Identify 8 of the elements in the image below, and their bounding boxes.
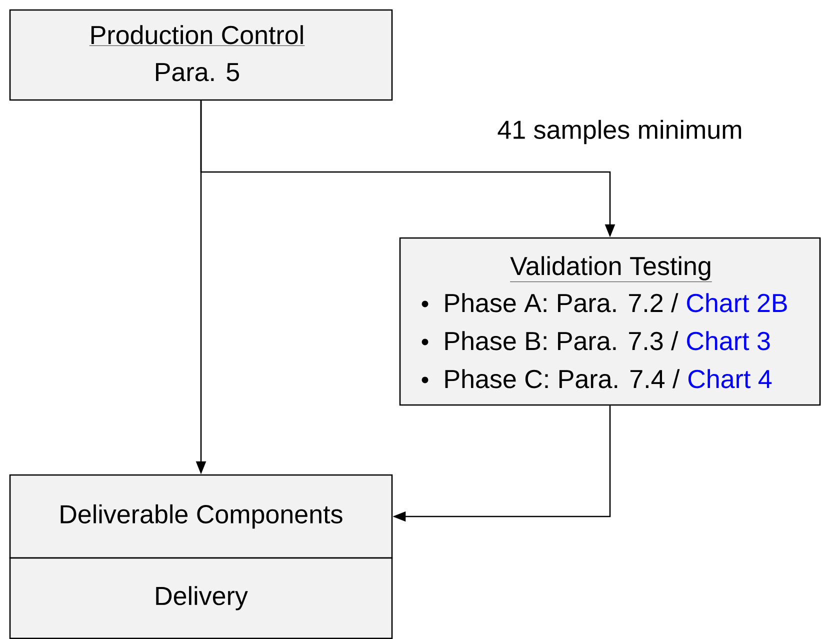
link: Chart 2B — [687, 293, 787, 312]
link: Chart 4 — [688, 369, 772, 388]
process-box: Production Control Para. 5 — [9, 9, 393, 101]
process-box: Deliverable Components — [9, 474, 393, 559]
process-box: Validation Testing Phase A: Para. 7.2 / Chart 2B Phase B: Para. 7.3 / Chart 3 Phase C: Para. 7.4 / Chart 4 — [399, 237, 821, 406]
edge-label: 41 samples minimum — [496, 118, 744, 146]
process-box: Delivery — [9, 557, 393, 639]
link: Chart 3 — [687, 331, 770, 350]
